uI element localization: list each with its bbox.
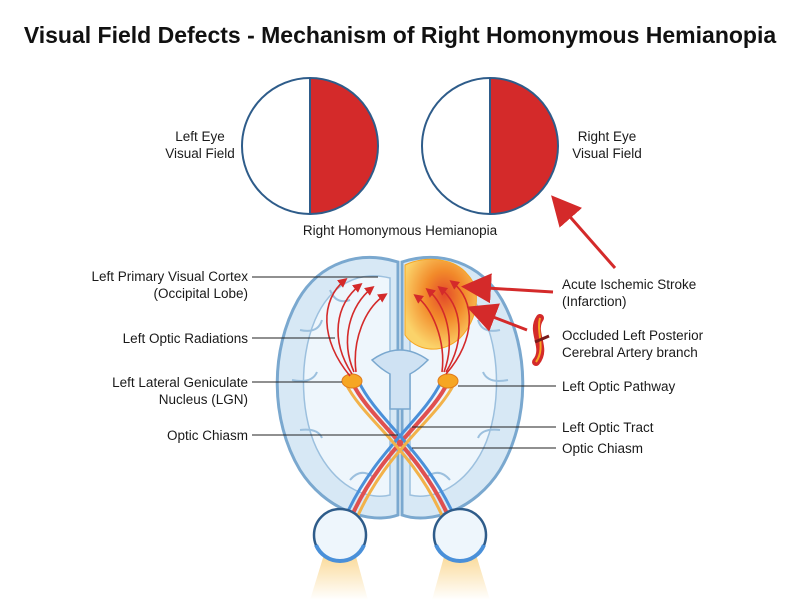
hemianopia-caption: Right Homonymous Hemianopia: [302, 223, 498, 238]
page-title: Visual Field Defects - Mechanism of Righ…: [23, 22, 777, 48]
stroke-to-field-arrow: [551, 195, 617, 269]
right-eye-field-label-line2: Visual Field: [572, 146, 642, 161]
label-occluded-artery: Occluded Left Posterior Cerebral Artery …: [562, 327, 703, 361]
label-lgn: Left Lateral Geniculate Nucleus (LGN): [40, 374, 248, 408]
label-stroke-line1: Acute Ischemic Stroke: [562, 277, 697, 292]
brain: [275, 256, 525, 520]
stroke-arrow-2: [466, 303, 528, 332]
label-occluded-artery-line2: Cerebral Artery branch: [562, 345, 698, 360]
right-eye-visual-field: [421, 77, 559, 215]
label-occluded-artery-line1: Occluded Left Posterior: [562, 328, 704, 343]
optic-pathways: [342, 379, 458, 521]
label-visual-cortex: Left Primary Visual Cortex (Occipital Lo…: [40, 268, 248, 302]
label-optic-tract: Left Optic Tract: [562, 420, 654, 435]
label-visual-cortex-line1: Left Primary Visual Cortex: [91, 269, 248, 284]
occluded-artery: [532, 314, 550, 366]
optic-radiations: [326, 277, 471, 377]
left-eye-field-label-line2: Visual Field: [165, 146, 235, 161]
label-optic-chiasm-left: Optic Chiasm: [166, 428, 248, 443]
left-lgn: [341, 373, 363, 389]
left-eye-field-label-line1: Left Eye: [175, 129, 225, 144]
right-eye-field-label: Right Eye Visual Field: [562, 128, 652, 162]
label-stroke: Acute Ischemic Stroke (Infarction): [562, 276, 696, 310]
label-visual-cortex-line2: (Occipital Lobe): [153, 286, 248, 301]
left-leader-lines: [252, 276, 398, 436]
right-eye-field-label-line1: Right Eye: [577, 129, 637, 144]
stroke-arrow-1: [461, 273, 554, 304]
right-leader-lines: [412, 385, 556, 449]
label-stroke-line2: (Infarction): [562, 294, 627, 309]
label-optic-pathway: Left Optic Pathway: [562, 379, 676, 394]
right-lgn: [437, 373, 459, 389]
left-eye-field-label: Left Eye Visual Field: [158, 128, 242, 162]
right-eyeball: [432, 507, 490, 600]
left-eye-visual-field: [241, 77, 379, 215]
label-lgn-line1: Left Lateral Geniculate: [112, 375, 248, 390]
label-lgn-line2: Nucleus (LGN): [158, 392, 248, 407]
label-optic-chiasm-right: Optic Chiasm: [562, 441, 644, 456]
label-optic-radiations: Left Optic Radiations: [122, 331, 248, 346]
left-eyeball: [310, 507, 368, 600]
